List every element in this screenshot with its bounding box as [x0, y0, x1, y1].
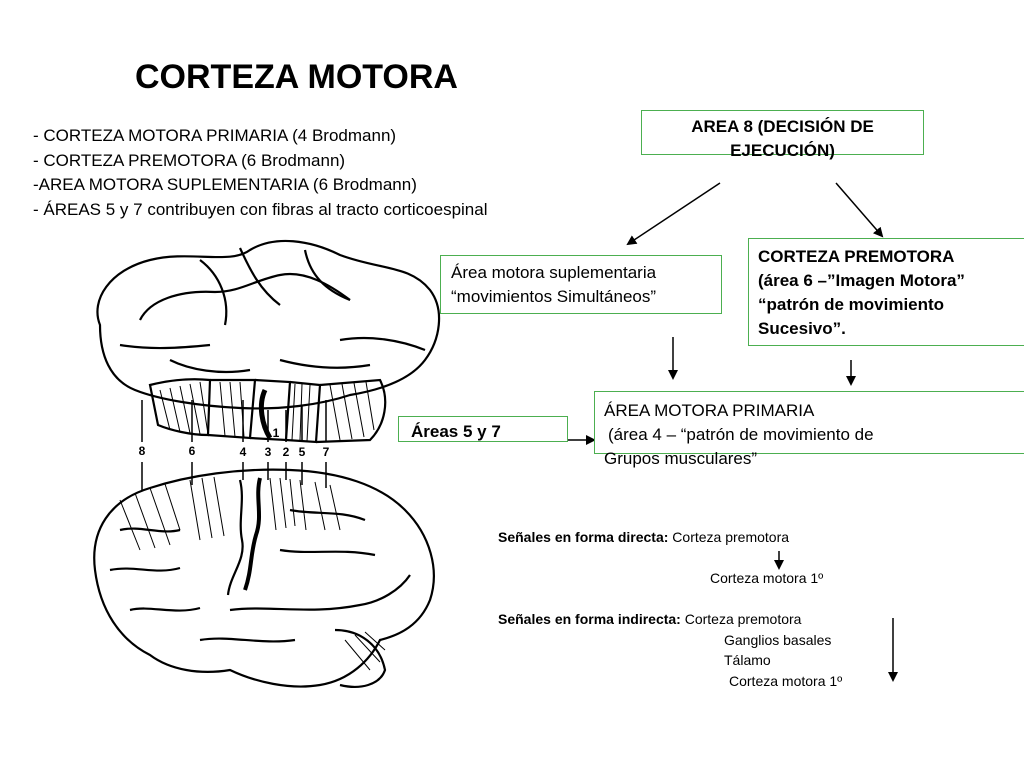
primary-motor-box: ÁREA MOTORA PRIMARIA (área 4 – “patrón d… [594, 391, 1024, 468]
direct-signal-step: Corteza motora 1º [710, 570, 824, 586]
brain-label-8: 8 [139, 444, 146, 458]
indirect-signal-step: Tálamo [724, 652, 771, 668]
brain-label-1: 1 [273, 426, 280, 440]
indirect-signals-label: Señales en forma indirecta: [498, 611, 681, 627]
page-title: CORTEZA MOTORA [135, 58, 458, 96]
area8-line: AREA 8 (DECISIÓN DE [691, 117, 874, 136]
areas-5-7-box: Áreas 5 y 7 [398, 416, 568, 442]
brain-illustration: 8 6 4 3 2 5 7 1 [93, 239, 441, 688]
direct-signals-row: Señales en forma directa: Corteza premot… [498, 529, 789, 545]
direct-signals-label: Señales en forma directa: [498, 529, 669, 545]
area8-box: AREA 8 (DECISIÓN DE EJECUCIÓN) [641, 110, 924, 160]
indirect-signal-step: Ganglios basales [724, 632, 832, 648]
bullet-item: - ÁREAS 5 y 7 contribuyen con fibras al … [33, 199, 488, 219]
brain-label-5: 5 [299, 445, 306, 459]
brain-label-2: 2 [283, 445, 290, 459]
brain-label-7: 7 [323, 445, 330, 459]
arrow-to-suplementaria [626, 182, 721, 246]
supplementary-line: Área motora suplementaria [451, 263, 657, 282]
bullet-item: - CORTEZA MOTORA PRIMARIA (4 Brodmann) [33, 126, 397, 145]
indirect-signal-step: Corteza premotora [684, 611, 802, 627]
premotor-line: “patrón de movimiento [758, 295, 945, 314]
area8-line: EJECUCIÓN) [730, 141, 835, 160]
areas-5-7-label: Áreas 5 y 7 [411, 422, 501, 441]
bullet-item: - CORTEZA PREMOTORA (6 Brodmann) [33, 150, 346, 170]
primary-line: ÁREA MOTORA PRIMARIA [604, 401, 815, 420]
supplementary-line: “movimientos Simultáneos” [451, 287, 657, 306]
brain-label-4: 4 [240, 445, 247, 459]
supplementary-motor-box: Área motora suplementaria “movimientos S… [440, 255, 722, 314]
premotor-line: Sucesivo”. [758, 319, 846, 338]
premotor-line: CORTEZA PREMOTORA [758, 247, 955, 266]
primary-line: Grupos musculares” [604, 449, 758, 468]
indirect-signals-row: Señales en forma indirecta: Corteza prem… [498, 611, 801, 627]
brain-label-3: 3 [265, 445, 272, 459]
arrow-to-premotora [835, 182, 884, 238]
premotor-line: (área 6 –”Imagen Motora” [758, 271, 965, 290]
bullet-item: -AREA MOTORA SUPLEMENTARIA (6 Brodmann) [33, 175, 417, 194]
indirect-signal-step: Corteza motora 1º [729, 673, 843, 689]
premotor-box: CORTEZA PREMOTORA (área 6 –”Imagen Motor… [748, 238, 1024, 346]
bullet-list: - CORTEZA MOTORA PRIMARIA (4 Brodmann) -… [33, 124, 488, 222]
primary-line: (área 4 – “patrón de movimiento de [608, 425, 874, 444]
brain-label-6: 6 [189, 444, 196, 458]
direct-signal-step: Corteza premotora [672, 529, 790, 545]
